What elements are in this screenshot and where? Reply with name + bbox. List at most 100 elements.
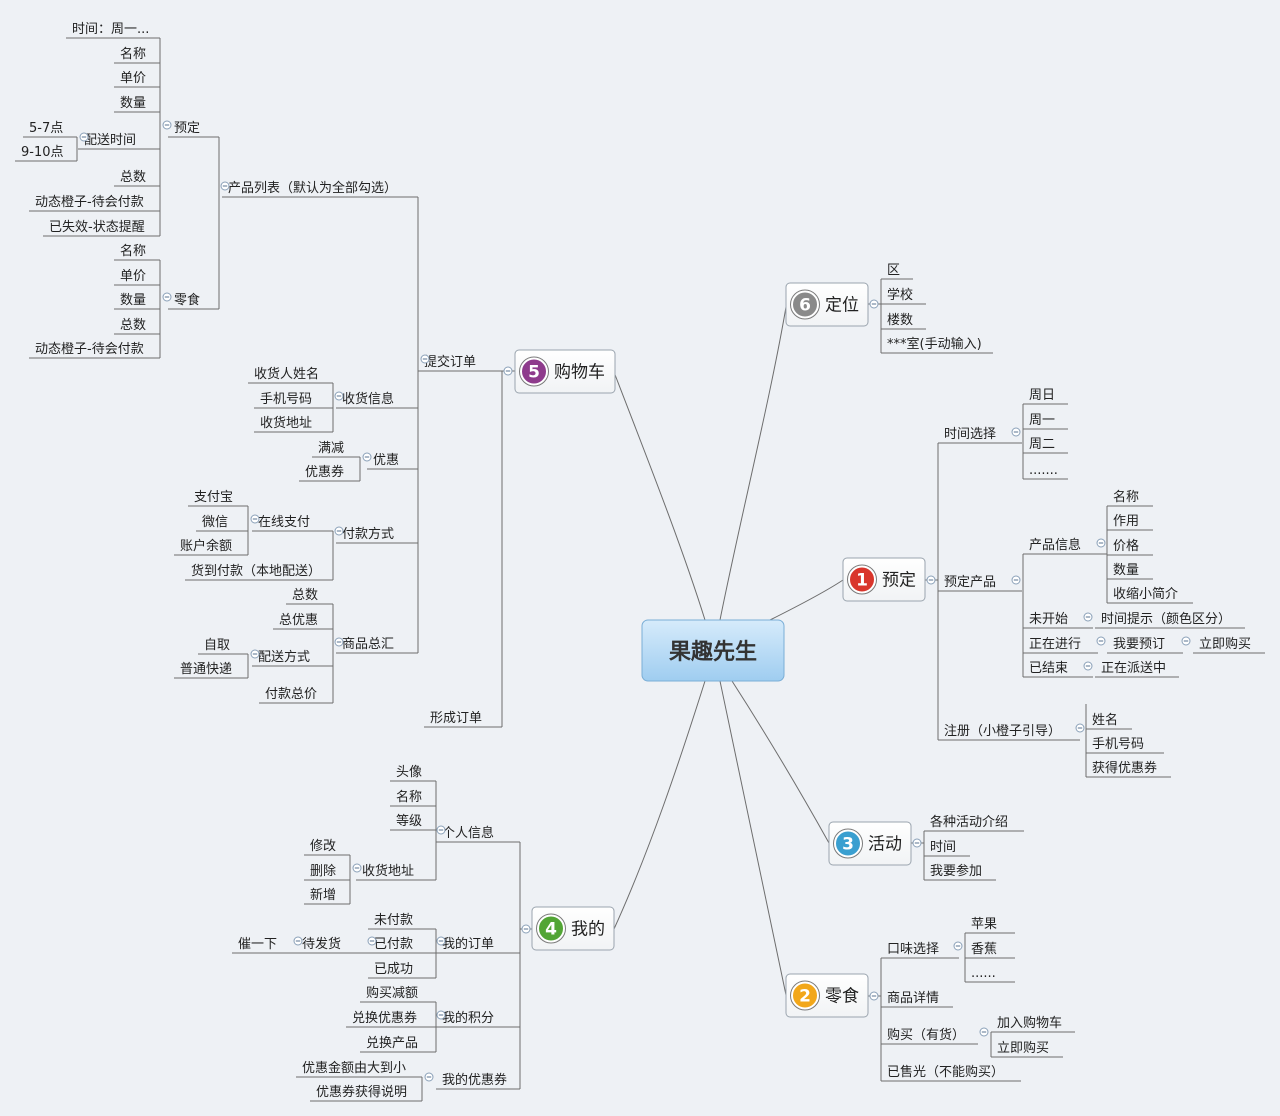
leaf-node[interactable]: 已售光（不能购买） <box>881 1064 1021 1082</box>
leaf-node[interactable]: 产品信息 <box>1023 537 1107 555</box>
collapse-toggle-icon[interactable] <box>1181 636 1191 646</box>
leaf-node[interactable]: 收货信息 <box>336 391 418 409</box>
leaf-node[interactable]: 已成功 <box>368 962 436 979</box>
leaf-node[interactable]: 预定产品 <box>938 575 1022 592</box>
leaf-node[interactable]: 头像 <box>390 765 436 782</box>
leaf-node[interactable]: 修改 <box>304 839 350 856</box>
leaf-node[interactable]: 未付款 <box>368 913 436 930</box>
collapse-toggle-icon[interactable] <box>926 575 936 585</box>
collapse-toggle-icon[interactable] <box>367 936 377 946</box>
leaf-node[interactable]: 优惠券 <box>299 464 360 482</box>
leaf-node[interactable]: 新增 <box>304 887 350 905</box>
collapse-toggle-icon[interactable] <box>912 838 922 848</box>
leaf-node[interactable]: 满减 <box>312 441 360 458</box>
leaf-node[interactable]: 各种活动介绍 <box>924 814 1024 832</box>
leaf-node[interactable]: 总数 <box>114 170 160 187</box>
leaf-node[interactable]: 付款总价 <box>259 687 333 704</box>
leaf-node[interactable]: ***室(手动输入) <box>881 336 993 354</box>
leaf-node[interactable]: 姓名 <box>1086 712 1132 730</box>
collapse-toggle-icon[interactable] <box>362 452 372 462</box>
leaf-node[interactable]: 自取 <box>198 638 248 655</box>
leaf-node[interactable]: 优惠 <box>367 453 418 470</box>
collapse-toggle-icon[interactable] <box>162 292 172 302</box>
leaf-node[interactable]: 我要预订 <box>1107 637 1183 654</box>
collapse-toggle-icon[interactable] <box>293 936 303 946</box>
collapse-toggle-icon[interactable] <box>1011 575 1021 585</box>
collapse-toggle-icon[interactable] <box>1011 427 1021 437</box>
collapse-toggle-icon[interactable] <box>162 120 172 130</box>
leaf-node[interactable]: 购买（有货） <box>881 1027 978 1045</box>
leaf-node[interactable]: 时间 <box>924 840 970 857</box>
leaf-node[interactable]: 总数 <box>114 318 160 335</box>
leaf-node[interactable]: 手机号码 <box>254 392 333 409</box>
leaf-node[interactable]: 个人信息 <box>436 825 520 843</box>
leaf-node[interactable]: 获得优惠券 <box>1086 760 1171 778</box>
collapse-toggle-icon[interactable] <box>1096 636 1106 646</box>
leaf-node[interactable]: 名称 <box>1107 489 1153 507</box>
leaf-node[interactable]: 数量 <box>114 96 160 113</box>
leaf-node[interactable]: 手机号码 <box>1086 737 1164 754</box>
leaf-node[interactable]: 形成订单 <box>424 711 502 728</box>
collapse-toggle-icon[interactable] <box>424 1072 434 1082</box>
leaf-node[interactable]: 数量 <box>1107 563 1153 580</box>
leaf-node[interactable]: 数量 <box>114 293 160 310</box>
leaf-node[interactable]: 加入购物车 <box>991 1015 1075 1033</box>
collapse-toggle-icon[interactable] <box>250 514 260 524</box>
leaf-node[interactable]: 删除 <box>304 864 350 881</box>
collapse-toggle-icon[interactable] <box>869 299 879 309</box>
collapse-toggle-icon[interactable] <box>334 637 344 647</box>
leaf-node[interactable]: 9-10点 <box>15 145 77 162</box>
leaf-node[interactable]: 动态橙子-待会付款 <box>29 342 160 359</box>
collapse-toggle-icon[interactable] <box>521 924 531 934</box>
leaf-node[interactable]: 香蕉 <box>965 942 1015 959</box>
leaf-node[interactable]: 苹果 <box>965 917 1015 934</box>
leaf-node[interactable]: 单价 <box>114 71 160 88</box>
leaf-node[interactable]: 商品详情 <box>881 991 953 1008</box>
leaf-node[interactable]: 提交订单 <box>418 354 502 372</box>
leaf-node[interactable]: 动态橙子-待会付款 <box>29 195 160 212</box>
leaf-node[interactable]: 名称 <box>114 46 160 64</box>
leaf-node[interactable]: 在线支付 <box>252 515 333 532</box>
leaf-node[interactable]: 微信 <box>196 515 248 532</box>
leaf-node[interactable]: 时间：周一... <box>66 22 160 39</box>
leaf-node[interactable]: 周一 <box>1023 413 1068 430</box>
leaf-node[interactable]: 已失效-状态提醒 <box>43 219 160 237</box>
collapse-toggle-icon[interactable] <box>334 391 344 401</box>
leaf-node[interactable]: 区 <box>881 263 913 280</box>
leaf-node[interactable]: 名称 <box>390 789 436 807</box>
leaf-node[interactable]: 付款方式 <box>336 526 418 544</box>
leaf-node[interactable]: 价格 <box>1107 538 1153 556</box>
leaf-node[interactable]: 货到付款（本地配送） <box>185 563 333 581</box>
leaf-node[interactable]: 正在进行 <box>1023 637 1098 654</box>
leaf-node[interactable]: 购买减额 <box>360 985 436 1003</box>
leaf-node[interactable]: 注册（小橙子引导） <box>938 724 1080 741</box>
collapse-toggle-icon[interactable] <box>1075 723 1085 733</box>
leaf-node[interactable]: 收货地址 <box>254 415 333 433</box>
leaf-node[interactable]: 我的优惠券 <box>436 1072 520 1090</box>
collapse-toggle-icon[interactable] <box>79 132 89 142</box>
leaf-node[interactable]: 时间选择 <box>938 427 1022 444</box>
collapse-toggle-icon[interactable] <box>1096 538 1106 548</box>
leaf-node[interactable]: 账户余额 <box>174 538 248 556</box>
collapse-toggle-icon[interactable] <box>436 1010 446 1020</box>
leaf-node[interactable]: 我要参加 <box>924 863 996 881</box>
collapse-toggle-icon[interactable] <box>979 1027 989 1037</box>
leaf-node[interactable]: 5-7点 <box>23 121 77 138</box>
leaf-node[interactable]: 我的订单 <box>436 936 520 954</box>
leaf-node[interactable]: 收缩小简介 <box>1107 586 1193 604</box>
leaf-node[interactable]: 楼数 <box>881 313 926 330</box>
leaf-node[interactable]: 预定 <box>168 121 219 138</box>
collapse-toggle-icon[interactable] <box>334 526 344 536</box>
leaf-node[interactable]: 收货地址 <box>356 863 436 881</box>
collapse-toggle-icon[interactable] <box>420 354 430 364</box>
leaf-node[interactable]: 总数 <box>286 588 333 605</box>
collapse-toggle-icon[interactable] <box>503 366 513 376</box>
leaf-node[interactable]: 商品总汇 <box>336 637 418 654</box>
leaf-node[interactable]: 已结束 <box>1023 661 1093 678</box>
leaf-node[interactable]: 优惠金额由大到小 <box>296 1060 422 1078</box>
leaf-node[interactable]: 正在派送中 <box>1095 661 1179 678</box>
leaf-node[interactable]: 名称 <box>114 243 160 261</box>
leaf-node[interactable]: 催一下 <box>232 937 296 954</box>
collapse-toggle-icon[interactable] <box>220 181 230 191</box>
